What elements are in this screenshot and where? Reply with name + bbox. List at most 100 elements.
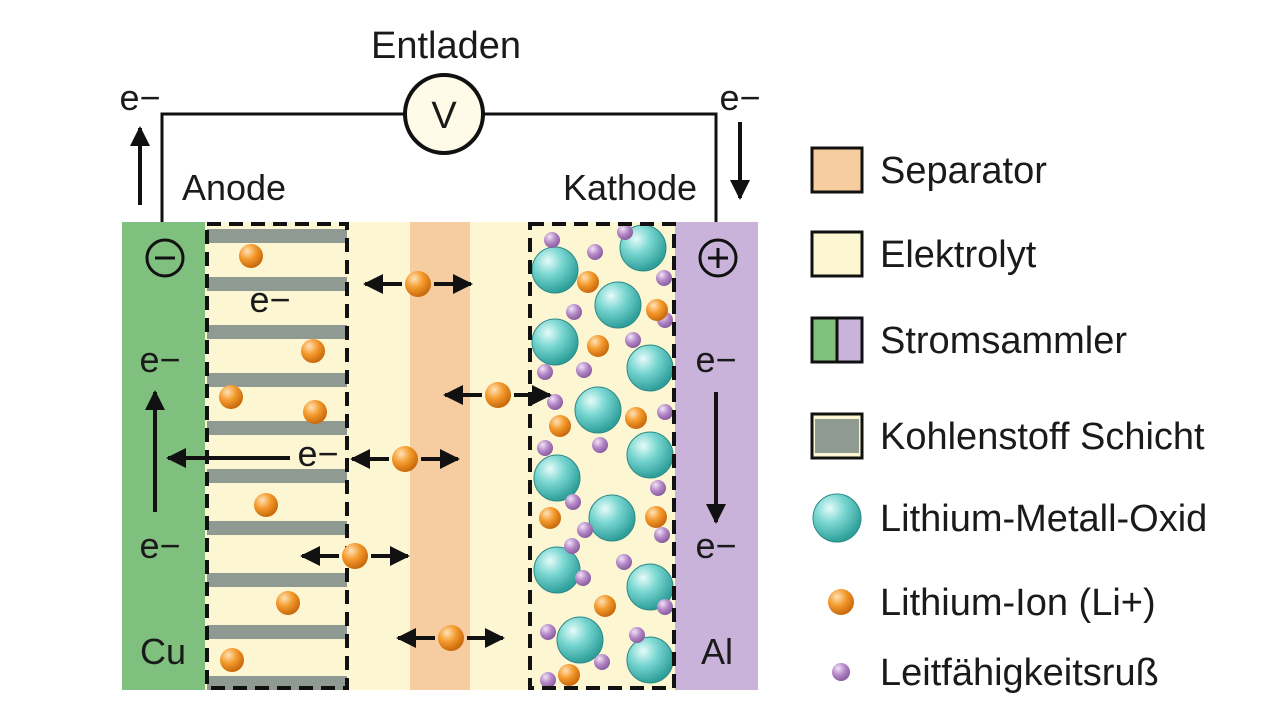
legend-label: Kohlenstoff Schicht	[880, 416, 1205, 458]
legend-item: Elektrolyt	[810, 230, 1037, 278]
conductive-soot-particle	[566, 304, 582, 320]
lithium-metal-oxide-particle	[531, 246, 579, 294]
conductive-soot-particle	[587, 244, 603, 260]
cathode-dashed-border	[528, 222, 676, 690]
anode-lithium-ions	[219, 244, 327, 672]
lithium-ion	[485, 382, 511, 408]
electrolyte-right	[470, 222, 528, 690]
conductive-soot-particle	[537, 364, 553, 380]
conductive-soot-particle	[617, 224, 633, 240]
cathode-particles	[531, 224, 674, 688]
lithium-ion	[539, 507, 561, 529]
conductive-soot-particle	[625, 332, 641, 348]
conductive-soot-particle	[616, 554, 632, 570]
conductive-soot-particle	[657, 404, 673, 420]
legend-label: Stromsammler	[880, 320, 1127, 362]
conductive-soot-particle	[540, 672, 556, 688]
legend-label: Elektrolyt	[880, 234, 1037, 276]
cathode-collector-material: Al	[701, 631, 733, 672]
lithium-metal-oxide-particle	[594, 281, 642, 329]
voltmeter-symbol: V	[431, 95, 457, 137]
conductive-soot-particle	[592, 437, 608, 453]
legend-dot	[832, 663, 850, 681]
legend-item: Separator	[810, 146, 1047, 194]
carbon-layers	[207, 229, 347, 690]
terminals: Cu Al	[140, 238, 738, 672]
legend-swatch	[810, 146, 864, 194]
electron-label-anode-upper: e−	[139, 339, 180, 380]
lithium-metal-oxide-particle	[626, 344, 674, 392]
conductive-soot-particle	[657, 599, 673, 615]
carbon-layer	[207, 469, 347, 483]
conductive-soot-particle	[656, 270, 672, 286]
electron-label-cathode-lower: e−	[695, 525, 736, 566]
minus-terminal-icon	[145, 238, 185, 278]
carbon-layer	[207, 421, 347, 435]
lithium-ion	[392, 446, 418, 472]
lithium-ion	[254, 493, 278, 517]
conductive-soot-particle	[575, 570, 591, 586]
migrating-lithium-ions	[300, 271, 552, 651]
conductive-soot-particle	[576, 362, 592, 378]
lithium-ion	[577, 271, 599, 293]
carbon-layer	[207, 625, 347, 639]
carbon-layer	[207, 229, 347, 243]
lithium-ion	[646, 299, 668, 321]
lithium-ion	[438, 625, 464, 651]
legend-label: Leitfähigkeitsruß	[880, 652, 1159, 694]
plus-terminal-icon	[698, 238, 738, 278]
anode-collector-material: Cu	[140, 631, 186, 672]
lithium-ion	[219, 385, 243, 409]
cathode-label: Kathode	[563, 167, 697, 208]
lithium-ion	[558, 664, 580, 686]
conductive-soot-particle	[565, 494, 581, 510]
lithium-ion	[405, 271, 431, 297]
legend-swatch	[812, 318, 837, 362]
migrating-ion-double-arrow	[300, 543, 410, 569]
lithium-ion	[342, 543, 368, 569]
lithium-ion	[625, 407, 647, 429]
lithium-ion	[220, 648, 244, 672]
discharge-title: Entladen	[371, 25, 521, 67]
conductive-soot-particle	[650, 480, 666, 496]
legend-item: Lithium-Metall-Oxid	[812, 493, 1207, 543]
carbon-layer	[207, 373, 347, 387]
lithium-metal-oxide-particle	[533, 546, 581, 594]
electron-label-cathode-upper: e−	[695, 339, 736, 380]
legend-sphere	[828, 589, 854, 615]
electron-label-anode-lower: e−	[139, 525, 180, 566]
migrating-ion-double-arrow	[443, 382, 552, 408]
anode-label: Anode	[182, 167, 286, 208]
lithium-ion	[301, 339, 325, 363]
lithium-ion	[645, 506, 667, 528]
legend-item: Stromsammler	[810, 316, 1127, 364]
lithium-metal-oxide-particle	[626, 431, 674, 479]
voltmeter	[403, 73, 485, 155]
conductive-soot-particle	[540, 624, 556, 640]
conductive-soot-particle	[564, 538, 580, 554]
electron-label-anode-carbon-top: e−	[249, 279, 290, 320]
legend: SeparatorElektrolytStromsammlerKohlensto…	[810, 146, 1207, 694]
conductive-soot-particle	[537, 440, 553, 456]
electron-flow: e− e− e− e− e− e−	[139, 279, 736, 566]
lithium-ion	[303, 400, 327, 424]
carbon-layer	[207, 277, 347, 291]
conductive-soot-particle	[629, 627, 645, 643]
legend-label: Lithium-Metall-Oxid	[880, 498, 1207, 540]
legend-item: Leitfähigkeitsruß	[832, 652, 1159, 694]
carbon-layer	[207, 521, 347, 535]
conductive-soot-particle	[544, 232, 560, 248]
carbon-layer	[207, 325, 347, 339]
lithium-ion	[239, 244, 263, 268]
conductive-soot-particle	[594, 654, 610, 670]
lithium-metal-oxide-particle	[531, 318, 579, 366]
migrating-ion-double-arrow	[396, 625, 505, 651]
legend-item: Kohlenstoff Schicht	[810, 412, 1205, 460]
battery-cell	[122, 222, 758, 690]
conductive-soot-particle	[577, 522, 593, 538]
lithium-ion	[276, 591, 300, 615]
lithium-ion	[587, 335, 609, 357]
electron-label-anode-carbon-mid: e−	[297, 433, 338, 474]
legend-label: Separator	[880, 150, 1047, 192]
electron-label-right-top: e−	[719, 77, 760, 118]
